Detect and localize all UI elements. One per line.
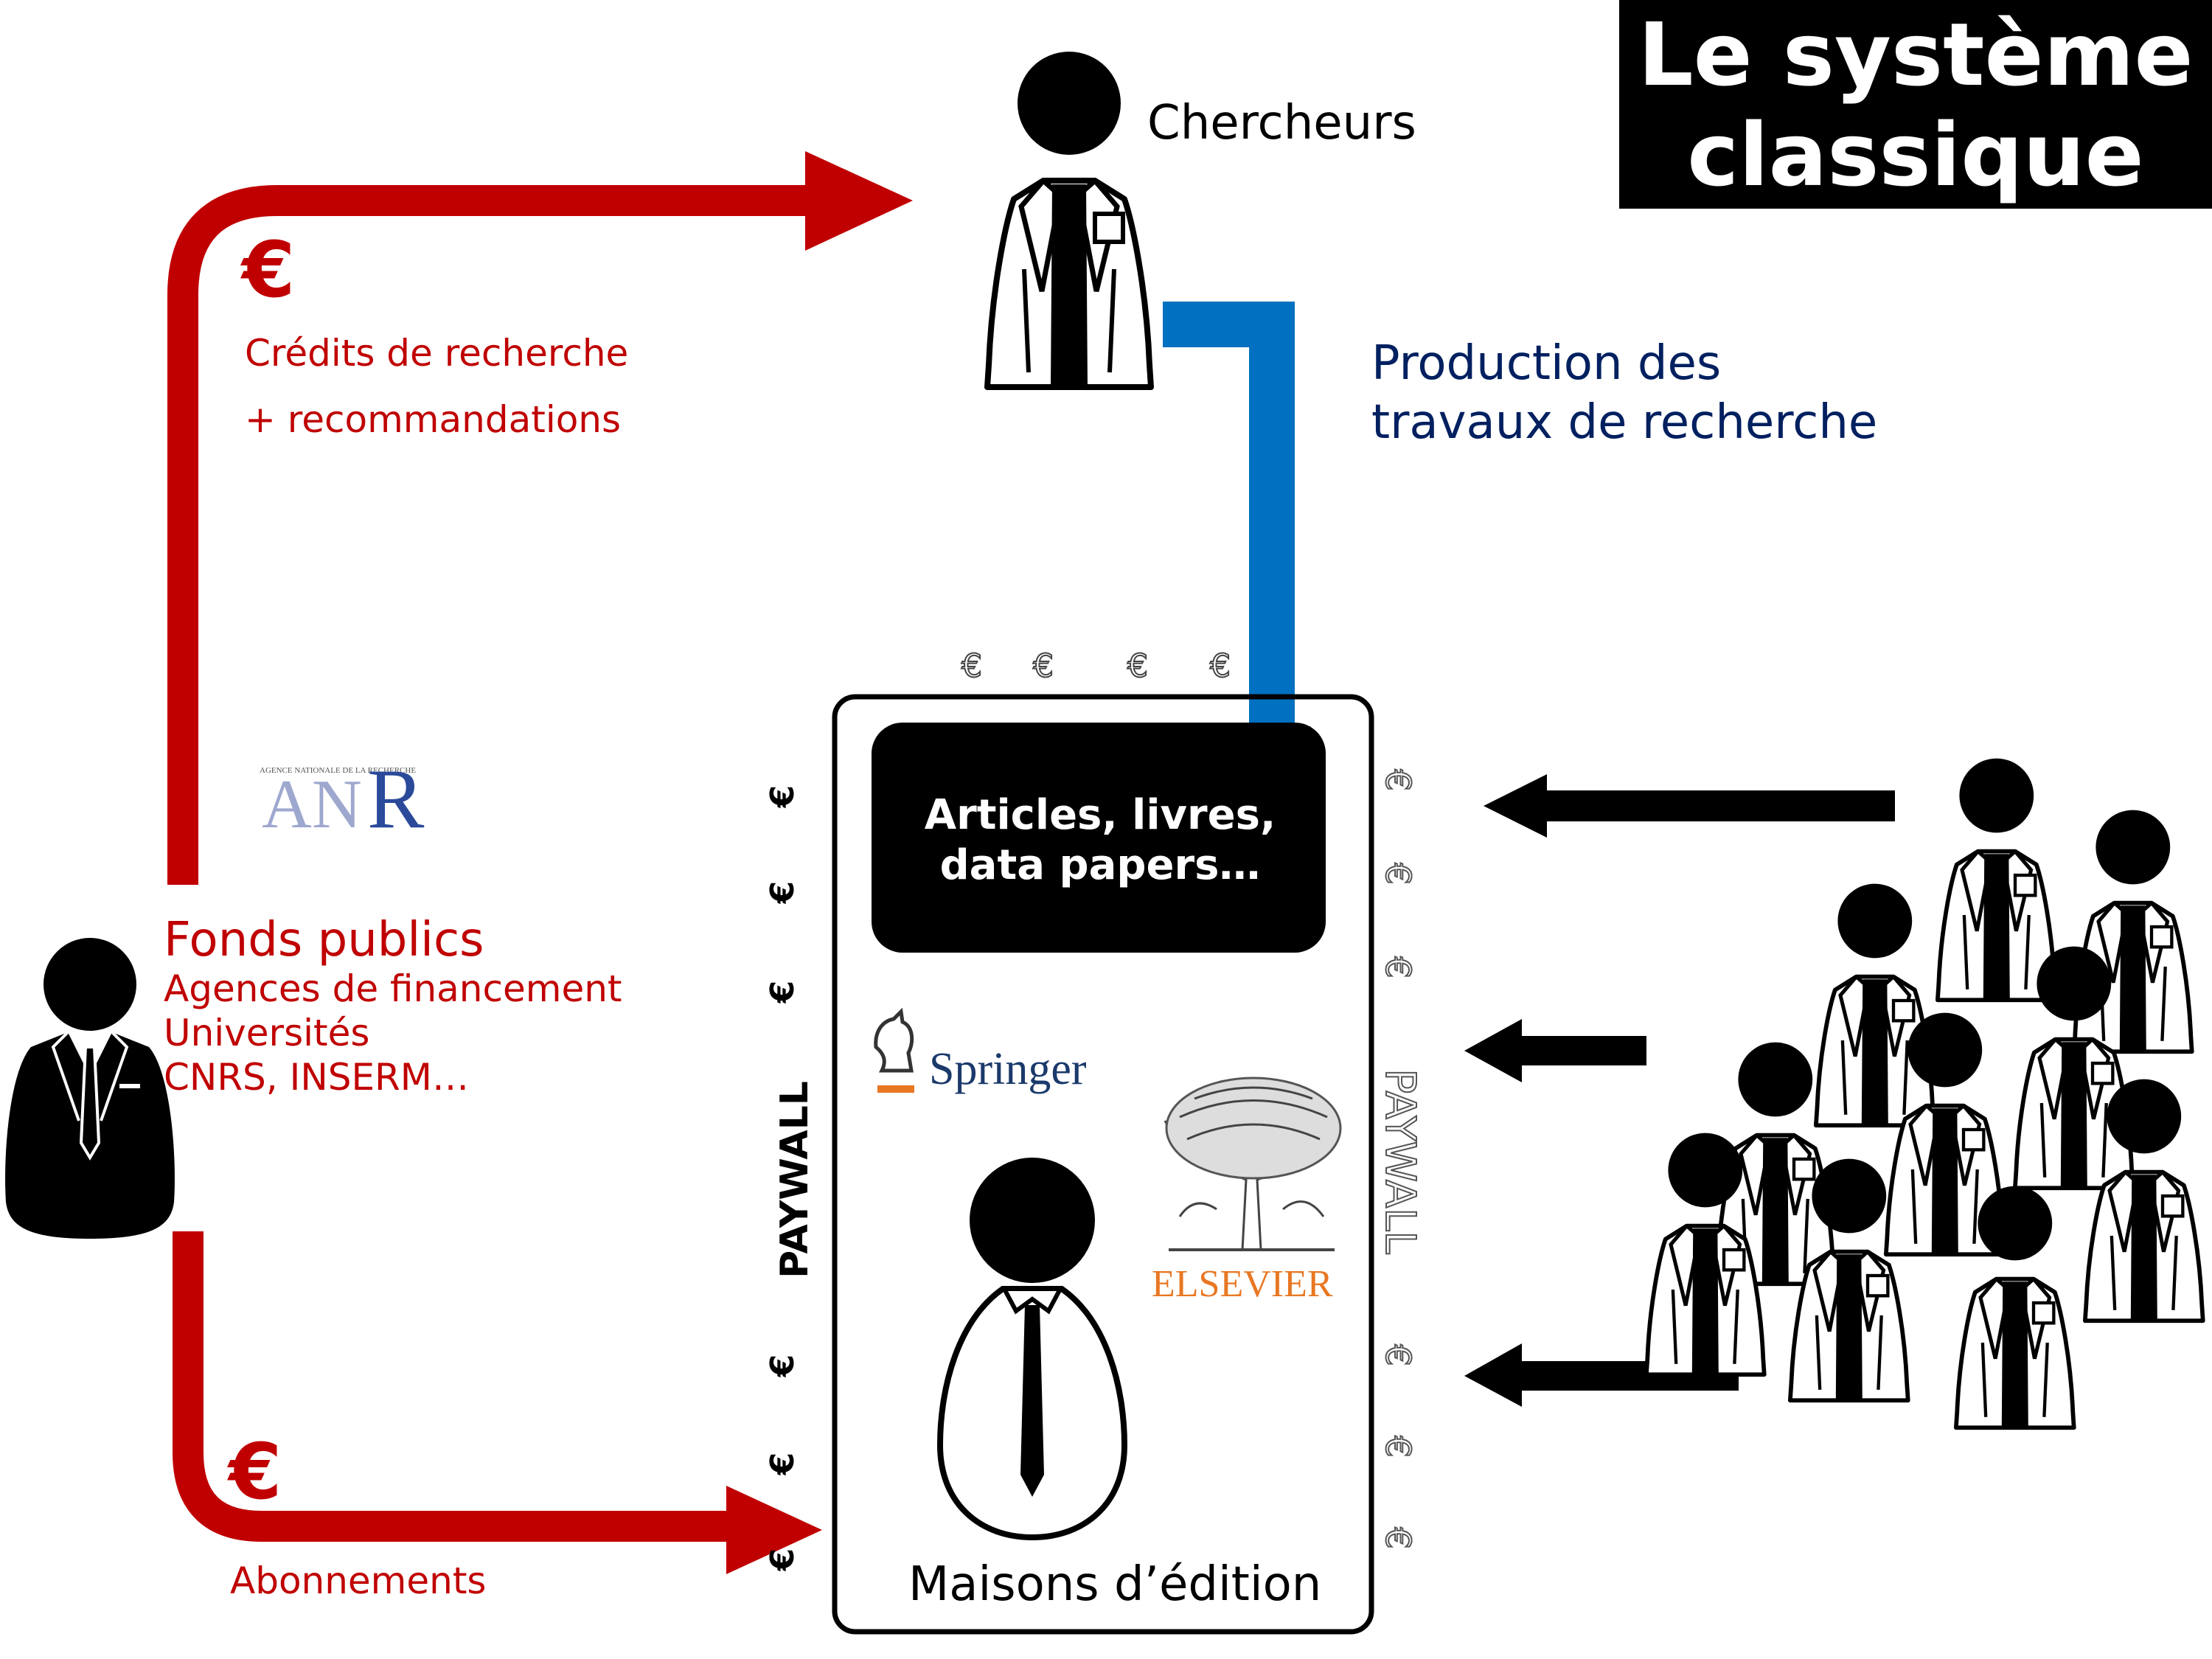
credits-arrow <box>167 151 913 885</box>
euro-left-2: € <box>764 881 801 905</box>
public-funds-line-2: Universités <box>164 1012 370 1054</box>
content-box <box>872 723 1326 953</box>
elsevier-tree-icon <box>1164 1077 1342 1251</box>
public-funds-figure <box>4 936 176 1240</box>
crowd-arrow-bottom <box>1464 1343 1739 1407</box>
subscriptions-arrow <box>173 1231 822 1574</box>
diagram-title: Le système classique <box>1619 0 2212 209</box>
credits-label-1: Crédits de recherche <box>245 332 629 375</box>
euro-top-1: € <box>961 647 982 685</box>
euro-right-3: € <box>1378 956 1418 978</box>
euro-right-4: € <box>1378 1344 1418 1366</box>
public-funds-heading: Fonds publics <box>164 913 484 967</box>
euro-left-3: € <box>764 981 801 1004</box>
elsevier-logo: ELSEVIER <box>1152 1077 1342 1305</box>
springer-wordmark: Springer <box>929 1044 1087 1094</box>
euro-left-5: € <box>764 1453 801 1476</box>
anr-tagline: AGENCE NATIONALE DE LA RECHERCHE <box>260 766 416 775</box>
anr-wordmark-right: R <box>367 752 425 846</box>
euro-left-1: € <box>764 785 801 809</box>
euro-right-2: € <box>1378 863 1418 884</box>
production-label-2: travaux de recherche <box>1371 395 1878 450</box>
content-line-2: data papers… <box>940 841 1261 889</box>
euro-top-2: € <box>1033 647 1054 685</box>
springer-horse-icon <box>874 1007 914 1073</box>
springer-logo: Springer <box>874 1007 1087 1094</box>
subscriptions-label: Abonnements <box>230 1559 487 1602</box>
publisher-figure <box>936 1158 1128 1541</box>
publishers-box <box>832 694 1374 1635</box>
euro-left-4: € <box>764 1354 801 1378</box>
euro-left-6: € <box>764 1548 801 1572</box>
euro-right-5: € <box>1378 1436 1418 1457</box>
researchers-label: Chercheurs <box>1147 96 1416 150</box>
euro-top-3: € <box>1127 647 1148 685</box>
crowd-arrow-top <box>1484 774 1895 838</box>
public-funds-line-1: Agences de financement <box>164 967 622 1010</box>
crowd-arrow-middle <box>1464 1019 1646 1082</box>
elsevier-wordmark: ELSEVIER <box>1152 1263 1333 1305</box>
paywall-left-label: PAYWALL <box>773 1081 817 1279</box>
researchers-crowd <box>1646 759 2203 1428</box>
euro-top-4: € <box>1210 647 1231 685</box>
production-label-1: Production des <box>1371 336 1722 391</box>
content-line-1: Articles, livres, <box>925 791 1276 839</box>
anr-logo: AGENCE NATIONALE DE LA RECHERCHE AN R <box>260 752 425 846</box>
researcher-figure <box>987 52 1151 387</box>
euro-right-6: € <box>1378 1527 1418 1548</box>
credits-euro-symbol: € <box>242 225 296 315</box>
subscriptions-euro-symbol: € <box>229 1427 282 1517</box>
publishers-label: Maisons d’édition <box>908 1557 1322 1612</box>
title-line-2: classique <box>1687 104 2144 206</box>
public-funds-line-3: CNRS, INSERM… <box>164 1056 469 1099</box>
paywall-right-label: PAYWALL <box>1376 1068 1424 1253</box>
euro-right-1: € <box>1378 769 1418 790</box>
title-line-1: Le système <box>1638 4 2194 105</box>
anr-wordmark-left: AN <box>262 766 362 843</box>
credits-label-2: + recommandations <box>245 398 622 441</box>
